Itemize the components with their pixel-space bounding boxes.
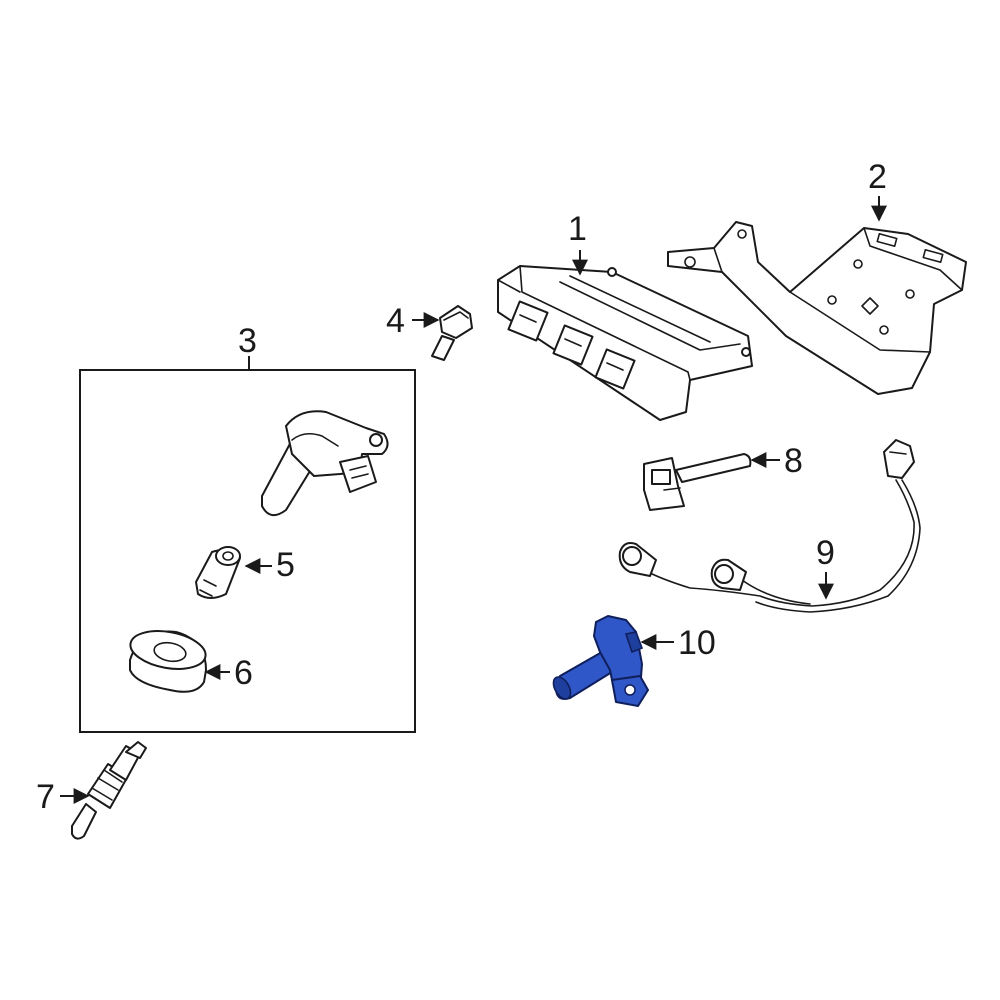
- part-4-bolt[interactable]: [431, 305, 473, 361]
- callout-3: 3: [238, 322, 257, 360]
- callout-2: 2: [868, 158, 887, 196]
- group-box-part-3: [79, 369, 416, 733]
- part-10-position-sensor[interactable]: [550, 615, 649, 707]
- part-1-engine-control-module[interactable]: [497, 265, 753, 421]
- callout-4: 4: [386, 302, 405, 340]
- part-8-sensor[interactable]: [643, 453, 752, 511]
- part-5-coil-boot[interactable]: [195, 546, 241, 599]
- part-9-harness[interactable]: [618, 439, 921, 613]
- part-7-spark-plug[interactable]: [71, 741, 147, 840]
- part-2-mounting-bracket[interactable]: [667, 221, 967, 395]
- part-3-ignition-coil[interactable]: [261, 410, 389, 517]
- callout-6: 6: [234, 654, 253, 692]
- callout-9: 9: [816, 534, 835, 572]
- callout-7: 7: [36, 778, 55, 816]
- callout-5: 5: [276, 546, 295, 584]
- callout-10: 10: [678, 624, 716, 662]
- callout-8: 8: [784, 442, 803, 480]
- part-6-seal[interactable]: [127, 626, 208, 693]
- callout-1: 1: [568, 210, 587, 248]
